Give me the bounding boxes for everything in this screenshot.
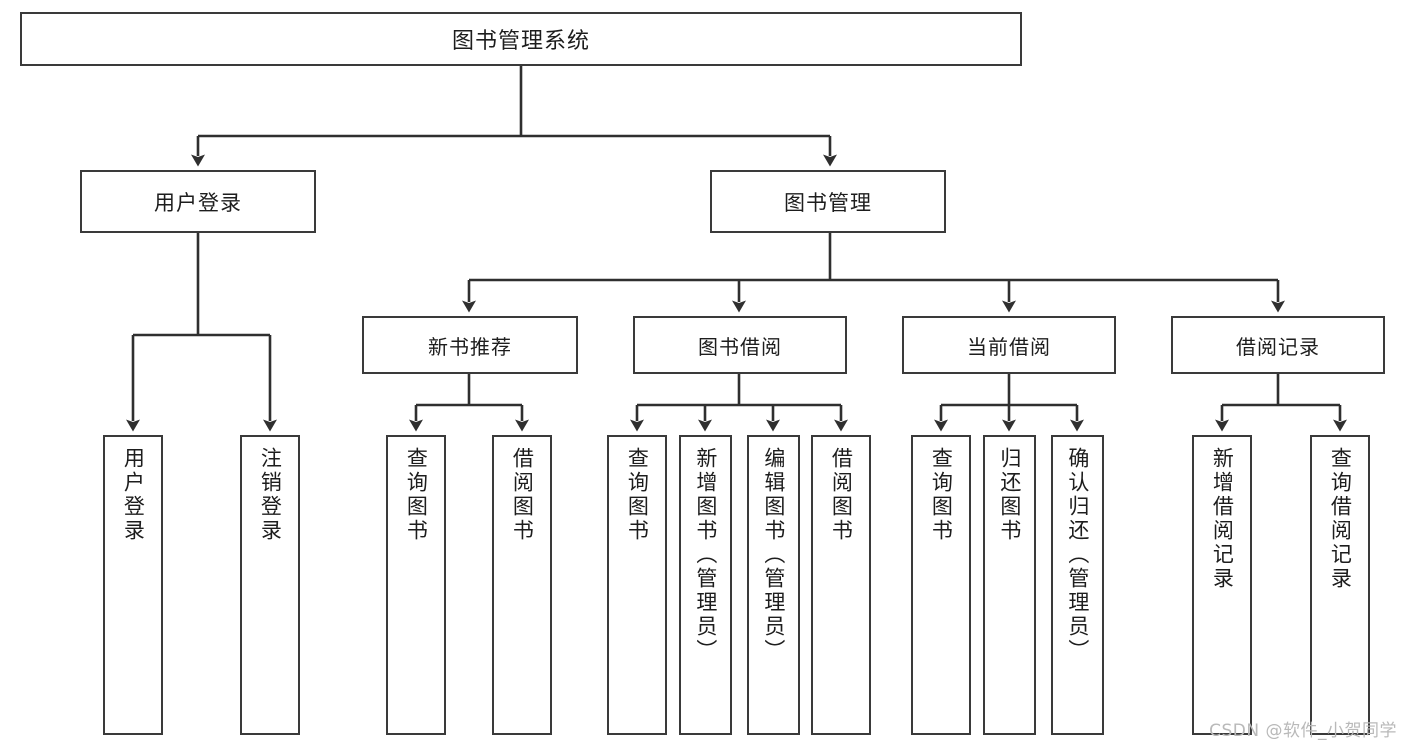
node-leaf-add-borrow-record[interactable]: 新增借阅记录	[1192, 435, 1252, 735]
node-label: 用户登录	[121, 447, 146, 543]
node-user-login[interactable]: 用户登录	[80, 170, 316, 233]
node-label: 新增图书（管理员）	[693, 447, 718, 663]
node-leaf-edit-book-admin[interactable]: 编辑图书（管理员）	[747, 435, 800, 735]
node-new-book-recommend[interactable]: 新书推荐	[362, 316, 578, 374]
node-label: 当前借阅	[967, 334, 1051, 359]
node-label: 注销登录	[258, 447, 283, 543]
node-label: 图书借阅	[698, 334, 782, 359]
node-leaf-logout-login[interactable]: 注销登录	[240, 435, 300, 735]
node-leaf-query-book-borrow[interactable]: 查询图书	[607, 435, 667, 735]
node-leaf-confirm-return-admin[interactable]: 确认归还（管理员）	[1051, 435, 1104, 735]
node-label: 新增借阅记录	[1210, 447, 1235, 591]
node-borrow-record[interactable]: 借阅记录	[1171, 316, 1385, 374]
node-current-borrow[interactable]: 当前借阅	[902, 316, 1116, 374]
node-leaf-borrow-book-borrow[interactable]: 借阅图书	[811, 435, 871, 735]
node-leaf-add-book-admin[interactable]: 新增图书（管理员）	[679, 435, 732, 735]
csdn-watermark: CSDN @软件_小贺同学	[1209, 721, 1397, 741]
node-leaf-borrow-book-recommend[interactable]: 借阅图书	[492, 435, 552, 735]
node-label: 借阅图书	[829, 447, 854, 543]
node-book-management[interactable]: 图书管理	[710, 170, 946, 233]
node-label: 编辑图书（管理员）	[761, 447, 786, 663]
node-label: 查询图书	[404, 447, 429, 543]
node-leaf-query-borrow-record[interactable]: 查询借阅记录	[1310, 435, 1370, 735]
node-leaf-user-login[interactable]: 用户登录	[103, 435, 163, 735]
node-leaf-query-book-recommend[interactable]: 查询图书	[386, 435, 446, 735]
node-label: 图书管理系统	[451, 29, 590, 54]
node-label: 查询图书	[929, 447, 954, 543]
node-label: 借阅记录	[1236, 334, 1320, 359]
node-leaf-query-book-current[interactable]: 查询图书	[911, 435, 971, 735]
node-leaf-return-book[interactable]: 归还图书	[983, 435, 1036, 735]
node-label: 用户登录	[154, 190, 242, 215]
node-label: 确认归还（管理员）	[1065, 447, 1090, 663]
node-label: 归还图书	[997, 447, 1022, 543]
node-label: 查询图书	[625, 447, 650, 543]
node-label: 借阅图书	[510, 447, 535, 543]
node-label: 查询借阅记录	[1328, 447, 1353, 591]
node-root-book-management-system[interactable]: 图书管理系统	[20, 12, 1022, 66]
node-label: 新书推荐	[428, 334, 512, 359]
node-book-borrow[interactable]: 图书借阅	[633, 316, 847, 374]
node-label: 图书管理	[784, 190, 872, 215]
